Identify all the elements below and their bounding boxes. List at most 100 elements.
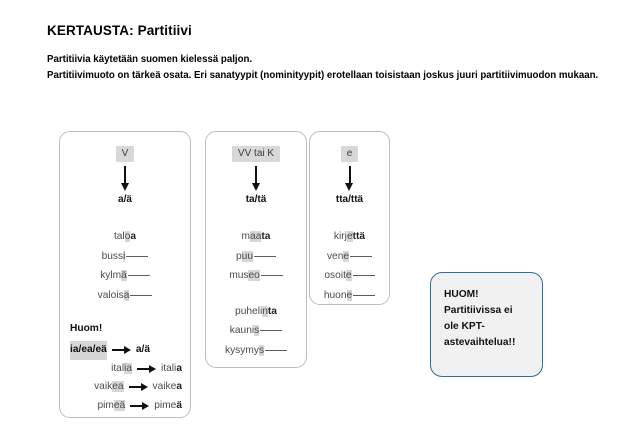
word-example: kylmä xyxy=(69,266,181,286)
down-arrow-icon xyxy=(345,166,354,192)
callout-line-1: HUOM! xyxy=(444,289,479,300)
huom-main-rule-to: a/ä xyxy=(135,344,150,355)
word-stem: osoit xyxy=(324,270,346,281)
answer-blank[interactable] xyxy=(350,247,373,257)
ending-result-3: tta/ttä xyxy=(335,194,364,205)
word-example: bussi xyxy=(69,247,181,267)
word-stem: mus xyxy=(229,270,249,281)
rule-target-ending: ä xyxy=(176,399,182,411)
word-ending: ttä xyxy=(352,231,366,242)
word-ending: ta xyxy=(267,305,277,317)
page-title: KERTAUSTA: Partitiivi xyxy=(47,23,192,38)
word-highlight: a xyxy=(123,289,130,301)
rule-source-highlight: ia xyxy=(124,362,133,374)
answer-blank[interactable] xyxy=(352,266,375,276)
word-stem: puheli xyxy=(235,305,263,317)
word-example: huone xyxy=(319,286,380,306)
rule-source-stem: pim xyxy=(97,399,114,411)
word-stem: kylm xyxy=(100,270,122,281)
rule-target-word: pimeä xyxy=(154,397,182,416)
rule-target-word: italia xyxy=(161,360,182,379)
rule-source-highlight: ea xyxy=(112,381,124,392)
type-chip-vv-k: VV tai K xyxy=(231,146,281,162)
answer-blank[interactable] xyxy=(126,247,149,257)
word-example: kysymys xyxy=(215,341,297,361)
word-example: taloa xyxy=(69,228,181,247)
word-example: kirjettä xyxy=(319,228,380,247)
word-highlight: e xyxy=(346,289,353,301)
word-highlight: uu xyxy=(241,250,253,262)
rule-target-stem: vaike xyxy=(152,381,177,392)
word-example: museo xyxy=(215,266,297,286)
answer-blank[interactable] xyxy=(130,286,153,296)
huom-title: Huom! xyxy=(70,323,103,334)
word-stem: tal xyxy=(113,231,125,242)
word-example: maata xyxy=(215,228,297,247)
word-example: puhelinta xyxy=(215,303,297,322)
rule-source-word: pimeä xyxy=(97,397,126,416)
word-stem: ven xyxy=(326,250,344,262)
word-ending: ta xyxy=(261,231,271,242)
word-example: vene xyxy=(319,247,380,267)
word-ending: a xyxy=(130,231,137,242)
word-stem: kysymy xyxy=(224,344,259,356)
right-arrow-icon xyxy=(111,345,131,355)
answer-blank[interactable] xyxy=(254,247,276,257)
huom-main-rule-from: ia/ea/eä xyxy=(70,341,107,360)
answer-blank[interactable] xyxy=(127,266,150,276)
rule-source-word: vaikea xyxy=(94,378,124,397)
callout-line-4: astevaihtelua!! xyxy=(444,337,516,348)
rule-target-ending: a xyxy=(176,362,182,374)
intro-text: Partitiivia käytetään suomen kielessä pa… xyxy=(47,52,607,83)
answer-blank[interactable] xyxy=(260,321,283,331)
word-highlight: e xyxy=(343,250,350,262)
word-highlight: i xyxy=(123,250,126,262)
right-arrow-icon xyxy=(128,382,148,392)
word-highlight: aa xyxy=(250,231,262,242)
word-stem: huon xyxy=(323,289,347,301)
column-head-1: V a/ä xyxy=(60,132,190,206)
right-arrow-icon xyxy=(137,364,157,374)
rule-source-stem: ital xyxy=(111,362,125,374)
callout-box-huom: HUOM! Partitiivissa ei ole KPT- astevaih… xyxy=(430,272,543,377)
intro-line-2: Partitiivimuoto on tärkeä osata. Eri san… xyxy=(47,69,599,81)
rule-source-highlight: eä xyxy=(113,399,126,411)
ending-result-2: ta/tä xyxy=(245,194,267,205)
rule-source-word: italia xyxy=(111,360,133,379)
rule-target-word: vaikea xyxy=(153,378,182,397)
rule-target-stem: itali xyxy=(161,362,177,374)
down-arrow-icon xyxy=(251,166,261,192)
word-example: kaunis xyxy=(215,321,297,341)
word-stem: valois xyxy=(97,289,124,301)
right-arrow-icon xyxy=(130,401,150,411)
word-example: osoite xyxy=(319,266,380,286)
word-stem: kirj xyxy=(333,231,347,242)
intro-line-1: Partitiivia käytetään suomen kielessä pa… xyxy=(47,53,253,65)
rule-source-stem: vaik xyxy=(94,381,113,392)
word-highlight: eo xyxy=(248,270,260,281)
answer-blank[interactable] xyxy=(260,266,283,276)
header-block: KERTAUSTA: Partitiivi Partitiivia käytet… xyxy=(47,23,607,83)
word-highlight: e xyxy=(346,231,353,242)
word-example: puu xyxy=(215,247,297,267)
huom-main-rule: ia/ea/eä a/ä xyxy=(70,341,182,360)
rule-target-stem: pime xyxy=(154,399,177,411)
word-highlight: n xyxy=(262,305,268,317)
word-stem: m xyxy=(241,231,251,242)
answer-blank[interactable] xyxy=(265,341,288,351)
column-head-2: VV tai K ta/tä xyxy=(206,132,306,206)
word-highlight: s xyxy=(254,325,260,336)
word-highlight: e xyxy=(345,270,352,281)
answer-blank[interactable] xyxy=(353,286,376,296)
